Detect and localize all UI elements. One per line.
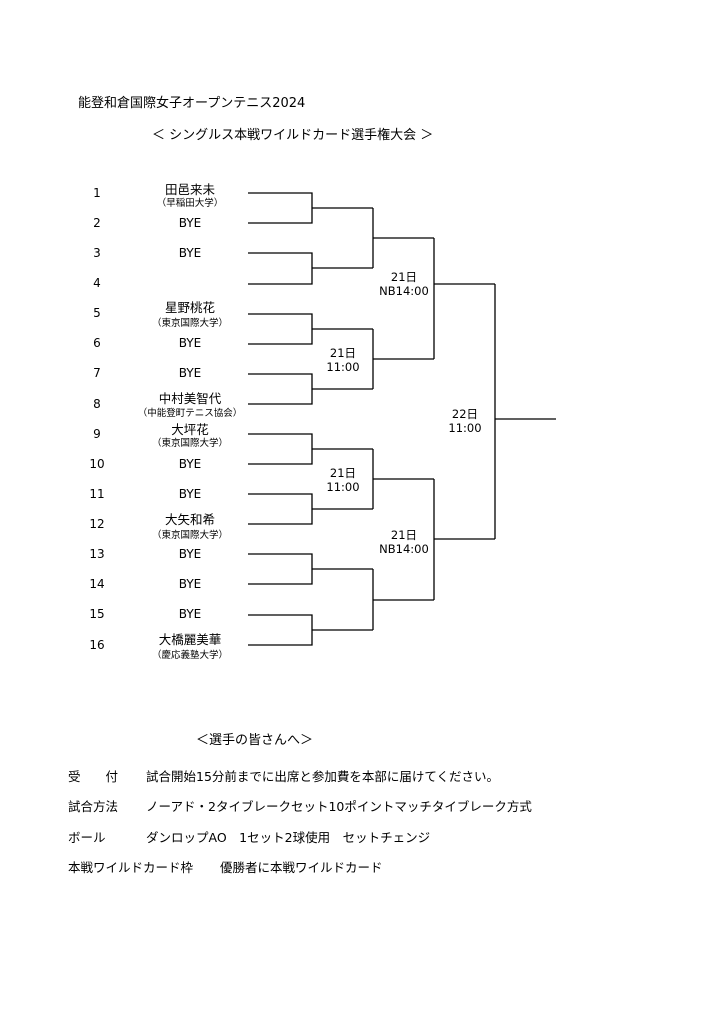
draw-number: 4 [93,276,101,290]
player-affiliation: （中能登町テニス協会） [137,408,243,419]
bye-slot: BYE [178,366,202,380]
schedule-qf-bottom: 21日 11:00 [316,466,370,494]
bracket-line [248,553,373,585]
player-name: 星野桃花 [164,300,215,315]
draw-number: 5 [93,306,101,320]
schedule-time: 11:00 [326,480,360,494]
note-text: ノーアド・2タイブレークセット10ポイントマッチタイブレーク方式 [146,799,532,814]
player-affiliation: （東京国際大学） [151,530,228,541]
draw-number: 6 [93,336,101,350]
draw-number: 8 [93,397,101,411]
schedule-day: 21日 [329,466,357,480]
bye-slot: BYE [178,336,202,350]
note-label: 本戦ワイルドカード枠 [68,860,194,875]
draw-number: 12 [89,517,105,531]
note-text: 優勝者に本戦ワイルドカード [220,860,383,875]
schedule-time: 11:00 [326,360,360,374]
schedule-sf-bottom: 21日 NB14:00 [376,528,432,556]
draw-number: 7 [93,366,101,380]
bye-slot: BYE [178,577,202,591]
schedule-time: NB14:00 [379,542,429,556]
event-subtitle: ＜ シングルス本戦ワイルドカード選手権大会 ＞ [152,128,434,143]
schedule-sf-top: 21日 NB14:00 [376,270,432,298]
schedule-final: 22日 11:00 [438,407,492,435]
player-affiliation: （早稲田大学） [156,198,224,209]
schedule-qf-top: 21日 11:00 [316,346,370,374]
tournament-title: 能登和倉国際女子オープンテニス2024 [78,96,306,111]
bracket-line [248,252,373,285]
bracket-line [248,313,373,345]
draw-number: 2 [93,216,101,230]
schedule-day: 21日 [390,528,418,542]
bracket-line [248,192,373,224]
draw-number: 1 [93,186,101,200]
note-label: 受 付 [68,769,119,784]
player-affiliation: （東京国際大学） [151,318,228,329]
bracket-line [248,493,373,525]
draw-number: 14 [89,577,105,591]
draw-number: 11 [89,487,105,501]
note-text: 試合開始15分前までに出席と参加費を本部に届けてください。 [146,769,500,784]
bracket-line [248,614,373,646]
bye-slot: BYE [178,547,202,561]
schedule-day: 21日 [390,270,418,284]
note-label: 試合方法 [68,799,119,814]
schedule-time: NB14:00 [379,284,429,298]
schedule-time: 11:00 [448,421,482,435]
bye-slot: BYE [178,246,202,260]
draw-number: 10 [89,457,105,471]
bracket-line [248,373,373,405]
draw-number: 3 [93,246,101,260]
note-label: ボール [68,830,106,845]
player-name: 大坪花 [171,422,209,437]
bye-slot: BYE [178,607,202,621]
draw-number: 13 [89,547,105,561]
bye-slot: BYE [178,216,202,230]
player-affiliation: （慶応義塾大学） [151,650,228,661]
draw-number: 16 [89,638,105,652]
player-name: 田邑来未 [164,182,215,197]
notes-title: ＜選手の皆さんへ＞ [196,733,314,748]
player-name: 大橋麗美華 [158,632,222,647]
draw-number: 9 [93,427,101,441]
draw-number: 15 [89,607,105,621]
note-text: ダンロップAO 1セット2球使用 セットチェンジ [146,830,431,845]
schedule-day: 21日 [329,346,357,360]
player-name: 大矢和希 [164,512,215,527]
bye-slot: BYE [178,487,202,501]
player-name: 中村美智代 [158,391,222,406]
bracket-line [248,433,373,465]
schedule-day: 22日 [451,407,479,421]
bye-slot: BYE [178,457,202,471]
player-affiliation: （東京国際大学） [151,438,228,449]
